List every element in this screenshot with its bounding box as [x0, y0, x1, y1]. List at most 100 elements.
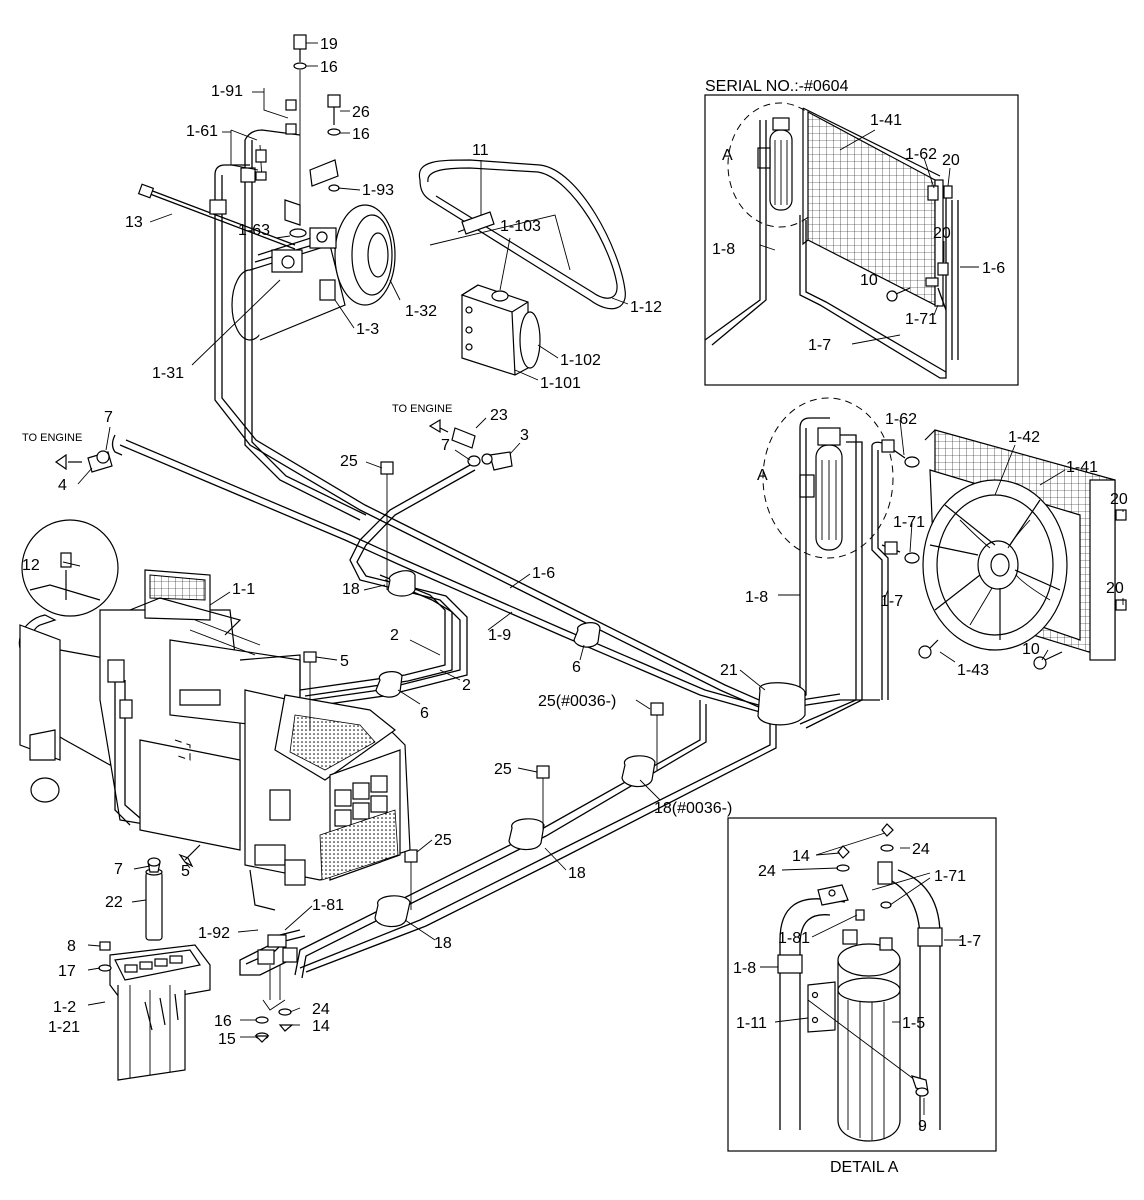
label-1-8-main: 1-8 — [745, 589, 768, 606]
inset-frame — [704, 94, 1019, 386]
magnified-circle — [21, 519, 119, 617]
label-1-81-main: 1-81 — [312, 897, 344, 914]
label-15: 15 — [218, 1031, 236, 1048]
label-22: 22 — [105, 894, 123, 911]
detail-ref-top: A — [722, 147, 733, 164]
label-1-92: 1-92 — [198, 925, 230, 942]
label-1-71-main: 1-71 — [893, 514, 925, 531]
drain-hose — [145, 871, 163, 941]
label-1-7-main: 1-7 — [880, 593, 903, 610]
label-1-93: 1-93 — [362, 182, 394, 199]
label-24-detail-b: 24 — [758, 863, 776, 880]
label-1-103: 1-103 — [500, 218, 541, 235]
label-1-101: 1-101 — [540, 375, 581, 392]
label-1-62-main: 1-62 — [885, 411, 917, 428]
label-14-low: 14 — [312, 1018, 330, 1035]
label-1-5: 1-5 — [902, 1015, 925, 1032]
clamp-21 — [757, 682, 806, 726]
compressor-assembly — [137, 34, 776, 713]
label-1-63: 1-63 — [238, 222, 270, 239]
label-18-low: 18 — [434, 935, 452, 952]
label-20-main-a: 20 — [1110, 491, 1128, 508]
label-1-43: 1-43 — [957, 662, 989, 679]
label-11: 11 — [472, 142, 489, 159]
clamp-6-low — [375, 671, 403, 698]
label-16b: 16 — [352, 126, 370, 143]
label-1-61: 1-61 — [186, 123, 218, 140]
label-1-11: 1-11 — [736, 1015, 767, 1032]
label-1-71-inset: 1-71 — [905, 311, 937, 328]
control-panel-1-2 — [98, 941, 211, 1081]
label-25-low: 25 — [434, 832, 452, 849]
label-20-inset-b: 20 — [933, 225, 951, 242]
to-engine-left: TO ENGINE — [22, 432, 82, 444]
label-21: 21 — [720, 662, 738, 679]
label-1-6-main: 1-6 — [532, 565, 555, 582]
label-1-91: 1-91 — [211, 83, 243, 100]
condenser-side-tank — [1089, 479, 1116, 661]
condenser-fan-assembly — [918, 429, 1127, 670]
detail-a-inset: DETAIL A — [727, 817, 997, 1176]
label-1-41-inset: 1-41 — [870, 112, 902, 129]
label-1-7-inset: 1-7 — [808, 337, 831, 354]
label-1-41-main: 1-41 — [1066, 459, 1098, 476]
label-5-low: 5 — [181, 863, 190, 880]
label-12: 12 — [22, 557, 40, 574]
label-24-detail-a: 24 — [912, 841, 930, 858]
label-1-21: 1-21 — [48, 1019, 80, 1036]
receiver-drier-detail — [837, 929, 901, 1142]
compressor-clutch — [334, 204, 396, 306]
label-1-9: 1-9 — [488, 627, 511, 644]
label-1-3: 1-3 — [356, 321, 379, 338]
label-7-right: 7 — [441, 437, 450, 454]
label-1-8-detail: 1-8 — [733, 960, 756, 977]
label-3: 3 — [520, 427, 529, 444]
label-1-81-detail: 1-81 — [778, 930, 810, 947]
leader-lines — [62, 42, 1124, 1115]
label-8: 8 — [67, 938, 76, 955]
label-25-mid: 25 — [494, 761, 512, 778]
label-1-8-inset: 1-8 — [712, 241, 735, 258]
detail-circle-mid — [762, 397, 894, 559]
refrigerant-lines — [54, 418, 880, 1043]
label-14-detail: 14 — [792, 848, 810, 865]
label-10-inset: 10 — [860, 272, 878, 289]
callout-labels: 19 16 26 16 1-91 1-61 1-93 13 1-63 1-32 … — [22, 36, 1128, 1135]
label-23: 23 — [490, 407, 508, 424]
detail-ref-mid: A — [757, 467, 768, 484]
inset-serial-condenser: SERIAL NO.:-#0604 A — [704, 78, 1019, 386]
label-16: 16 — [320, 59, 338, 76]
label-19: 19 — [320, 36, 338, 53]
label-1-42: 1-42 — [1008, 429, 1040, 446]
label-1-102: 1-102 — [560, 352, 601, 369]
clamp-18-upper — [621, 755, 656, 788]
label-1-32: 1-32 — [405, 303, 437, 320]
label-17: 17 — [58, 963, 76, 980]
label-18-top: 18 — [342, 581, 360, 598]
condenser-core-inset — [802, 107, 944, 307]
to-engine-right: TO ENGINE — [392, 403, 452, 415]
label-2-a: 2 — [390, 627, 399, 644]
serial-no-caption: SERIAL NO.:-#0604 — [705, 78, 849, 95]
label-20-inset-a: 20 — [942, 152, 960, 169]
label-18-mid: 18 — [568, 865, 586, 882]
label-1-62-inset: 1-62 — [905, 146, 937, 163]
detail-a-caption: DETAIL A — [830, 1159, 899, 1176]
label-24-low: 24 — [312, 1001, 330, 1018]
label-18-serial: 18(#0036-) — [654, 800, 732, 817]
receiver-drier-mid: A — [757, 397, 920, 729]
tensioner-body — [460, 284, 541, 376]
label-1-31: 1-31 — [152, 365, 184, 382]
hvac-unit — [18, 519, 411, 941]
label-1-1: 1-1 — [232, 581, 255, 598]
label-10-main: 10 — [1022, 641, 1040, 658]
label-1-71-detail: 1-71 — [934, 868, 966, 885]
label-5-top: 5 — [340, 653, 349, 670]
clamp-18-top — [387, 570, 416, 597]
clamp-18-mid — [508, 818, 545, 851]
label-16-low: 16 — [214, 1013, 232, 1030]
label-7-left: 7 — [104, 409, 113, 426]
belt-tensioner — [418, 159, 626, 376]
label-7-low: 7 — [114, 861, 123, 878]
